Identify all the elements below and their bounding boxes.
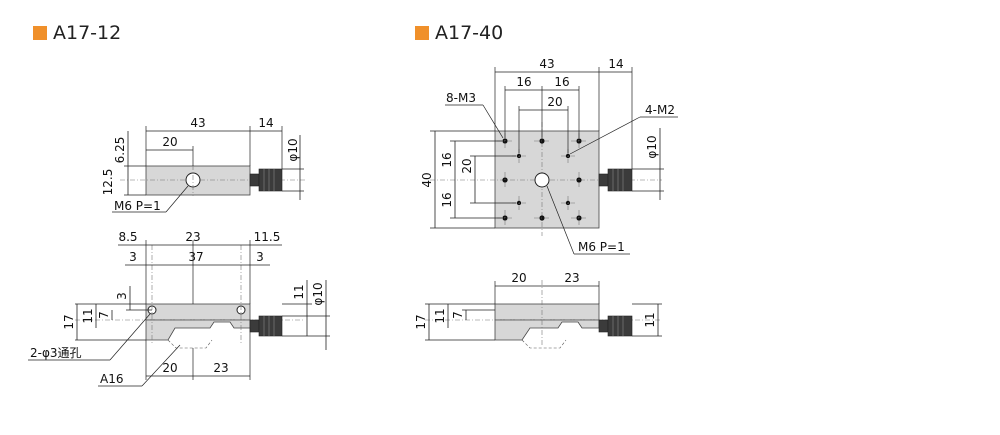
orange-square-icon: [33, 26, 47, 40]
orange-square-icon: [415, 26, 429, 40]
dim-17: 17: [414, 314, 428, 329]
stage-base: [494, 319, 600, 341]
dim-16: 16: [440, 192, 454, 207]
dim-20: 20: [511, 271, 526, 285]
dim-23: 23: [564, 271, 579, 285]
dim-16: 16: [440, 152, 454, 167]
dim-11: 11: [643, 312, 657, 327]
model-header-a17-12: A17-12: [33, 22, 121, 44]
dim-20: 20: [547, 95, 562, 109]
dim-14: 14: [258, 116, 273, 130]
dim-20: 20: [162, 361, 177, 375]
callout-a16: A16: [100, 372, 123, 386]
stage-top: [145, 303, 251, 321]
dim-11-5: 11.5: [254, 230, 281, 244]
dim-phi10: φ10: [311, 282, 325, 305]
dim-23: 23: [213, 361, 228, 375]
dim-43: 43: [539, 57, 554, 71]
dim-3: 3: [129, 250, 137, 264]
a17-40-side-view: 20 23 17 11 7 11: [414, 271, 662, 349]
model-title: A17-12: [53, 22, 122, 44]
dim-phi10: φ10: [645, 135, 659, 158]
callout-m6: M6 P=1: [578, 240, 625, 254]
dim-phi10: φ10: [286, 138, 300, 161]
dim-11: 11: [433, 308, 447, 323]
dim-7: 7: [97, 311, 111, 319]
dim-8-5: 8.5: [118, 230, 137, 244]
model-header-a17-40: A17-40: [415, 22, 503, 44]
model-title: A17-40: [435, 22, 504, 44]
dim-37: 37: [188, 250, 203, 264]
dim-6-25: 6.25: [113, 137, 127, 164]
callout-m6: M6 P=1: [114, 199, 161, 213]
dim-20: 20: [460, 158, 474, 173]
callout-8-m3: 8-M3: [446, 91, 476, 105]
dim-43: 43: [190, 116, 205, 130]
dim-16: 16: [554, 75, 569, 89]
dim-7: 7: [451, 311, 465, 319]
dim-3: 3: [256, 250, 264, 264]
a17-12-top-view: 43 14 20 6.25 12.5 φ10 M6 P=1: [101, 116, 305, 213]
micrometer-knob: [258, 168, 283, 192]
dim-40: 40: [420, 172, 434, 187]
m6-hole: [534, 172, 550, 188]
dim-3: 3: [115, 292, 129, 300]
dim-16: 16: [516, 75, 531, 89]
dim-23: 23: [185, 230, 200, 244]
a17-40-top-view: 43 14 16 16 20 40 16 16 20 φ10: [420, 57, 678, 255]
dim-14: 14: [608, 57, 623, 71]
dim-20: 20: [162, 135, 177, 149]
micrometer-knob: [607, 168, 633, 192]
a17-12-side-view: 8.5 23 11.5 3 37 3 17 11 7 3 11 φ10 20 2…: [28, 230, 330, 387]
stage-top: [494, 303, 600, 321]
callout-through-hole: 2-φ3通孔: [30, 346, 82, 360]
callout-4-m2: 4-M2: [645, 103, 675, 117]
dim-11: 11: [81, 308, 95, 323]
dim-17: 17: [62, 314, 76, 329]
stage-base: [145, 319, 251, 341]
dim-11: 11: [292, 284, 306, 299]
micrometer-knob: [258, 315, 283, 337]
dim-12-5: 12.5: [101, 169, 115, 196]
micrometer-knob: [607, 315, 633, 337]
